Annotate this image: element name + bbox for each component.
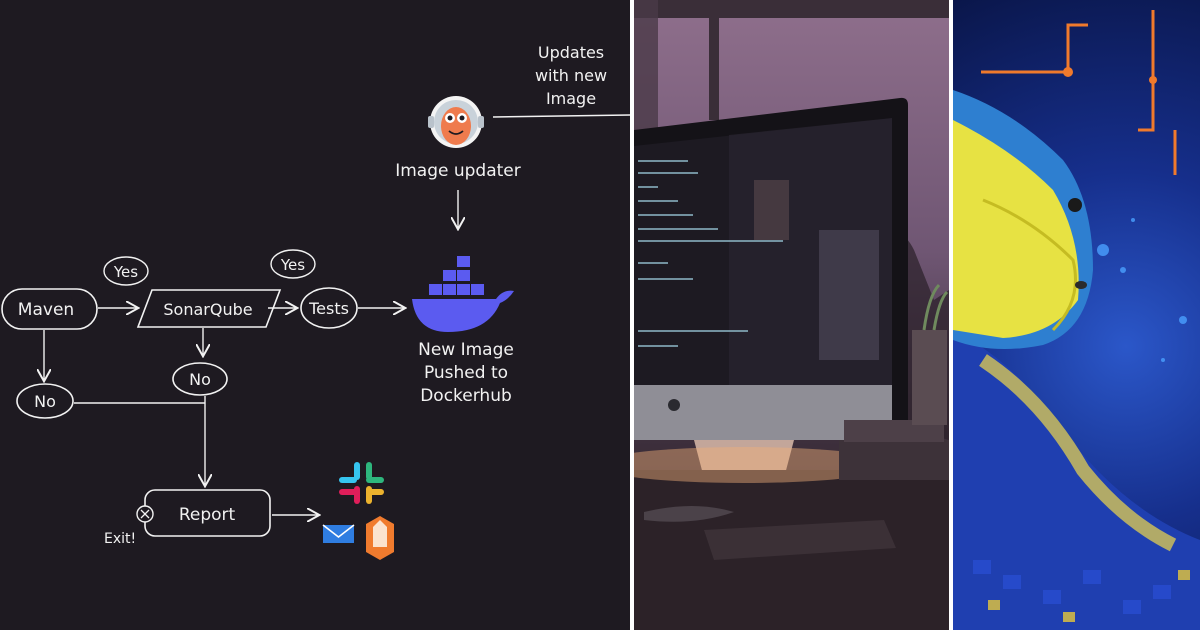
snake-scene	[953, 10, 1200, 630]
book-stack	[839, 440, 949, 480]
snake-art-image	[953, 0, 1200, 630]
tests-label: Tests	[308, 299, 349, 318]
slack-icon	[339, 462, 384, 504]
prometheus-icon	[366, 516, 394, 560]
no-node-mid	[172, 362, 228, 396]
snake-eye	[1068, 198, 1082, 212]
snake-nostril	[1075, 281, 1087, 289]
updates-label-line1: Updates	[538, 43, 604, 62]
yes-label-2: Yes	[280, 256, 305, 274]
pipeline-diagram-panel: Updates with new Image Image updater New…	[0, 0, 630, 630]
monitor-stand	[694, 440, 794, 478]
desk-monitor-image	[634, 0, 949, 630]
exit-label: Exit!	[104, 531, 136, 547]
desk-monitor-scene	[634, 0, 949, 630]
desk-glow	[634, 447, 894, 483]
notebook	[704, 520, 896, 560]
circuit-lines	[981, 10, 1177, 175]
no-label-mid: No	[189, 370, 211, 389]
updates-label-line2: with new	[535, 66, 607, 85]
no-node-left	[16, 383, 74, 419]
maven-node	[1, 288, 98, 330]
sonarqube-node	[136, 289, 282, 328]
plant-pot	[912, 330, 947, 425]
code-lines	[638, 160, 783, 347]
docker-whale-icon	[412, 256, 514, 332]
monitor	[634, 97, 908, 440]
apple-logo-icon	[668, 399, 680, 411]
pushed-label-line1: New Image	[418, 340, 514, 360]
pipeline-diagram: Updates with new Image Image updater New…	[1, 43, 630, 560]
plant-leaves	[922, 283, 949, 331]
updates-label-line3: Image	[546, 89, 596, 108]
yes-badge-2	[270, 249, 316, 279]
yes-badge-1	[103, 256, 149, 286]
snake-head	[953, 90, 1093, 349]
report-label: Report	[179, 505, 236, 525]
snake-body	[953, 330, 1200, 630]
light-dots	[1097, 218, 1187, 362]
maven-label: Maven	[18, 300, 74, 320]
stop-icon	[136, 505, 154, 523]
image-updater-label: Image updater	[395, 161, 521, 181]
mouse	[644, 506, 734, 522]
pushed-label-line3: Dockerhub	[420, 386, 512, 406]
yes-label-1: Yes	[113, 263, 138, 281]
pushed-label-line2: Pushed to	[424, 363, 508, 383]
no-label-left: No	[34, 392, 56, 411]
mail-icon	[322, 524, 355, 543]
tests-node	[300, 287, 358, 329]
window-frame-top	[634, 0, 949, 18]
argo-robot-icon	[428, 96, 484, 148]
window-mullion	[709, 0, 719, 120]
updates-connector	[492, 114, 630, 118]
scale-tiles	[973, 560, 1171, 614]
sonarqube-label: SonarQube	[163, 300, 252, 319]
